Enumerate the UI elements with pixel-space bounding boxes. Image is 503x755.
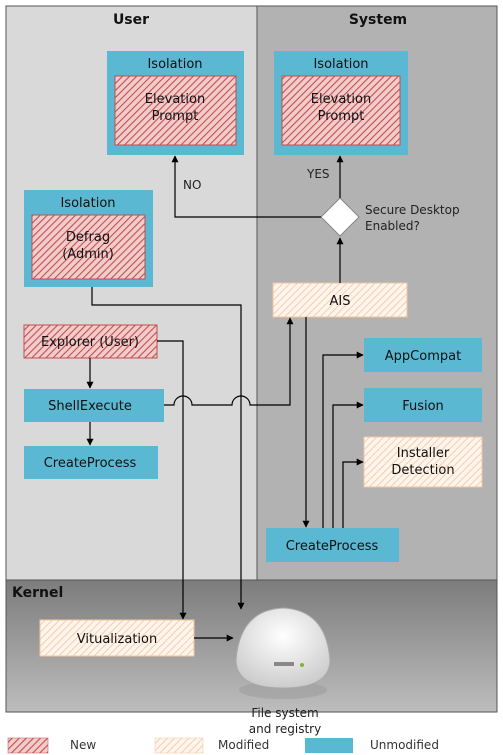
isolation-system-box: Isolation Elevation Prompt [274, 51, 408, 155]
appcompat-label: AppCompat [385, 349, 461, 364]
shellexecute-box: ShellExecute [24, 389, 164, 422]
legend-new-label: New [70, 738, 96, 752]
to-installer-arrow [342, 458, 364, 528]
ais-label: AIS [330, 294, 351, 309]
user-region-title: User [113, 12, 149, 28]
elevation-prompt-user-box [114, 75, 237, 146]
virtualization-box: Vitualization [39, 619, 195, 657]
virtualization-label: Vitualization [77, 632, 157, 647]
system-region-title: System [349, 12, 407, 28]
fusion-box: Fusion [364, 388, 482, 422]
decision-diamond [320, 197, 360, 237]
decision-label-line1: Secure Desktop [365, 203, 460, 217]
legend-unmodified-label: Unmodified [370, 738, 439, 752]
shellexecute-to-ais-arrow [164, 317, 294, 406]
elevation-prompt-user-line2: Prompt [152, 109, 199, 124]
defrag-admin-box [31, 214, 146, 280]
createprocess-user-label: CreateProcess [44, 456, 137, 471]
kernel-region-title: Kernel [12, 585, 63, 601]
elevation-prompt-system-box [281, 75, 401, 146]
to-appcompat-arrow [322, 351, 364, 528]
createprocess-system-label: CreateProcess [286, 539, 379, 554]
legend-unmodified-swatch [305, 738, 353, 753]
createprocess-user-box: CreateProcess [24, 446, 158, 479]
defrag-line2: (Admin) [62, 247, 114, 262]
decision-label-line2: Enabled? [365, 219, 420, 233]
isolation-user-box: Isolation Elevation Prompt [107, 51, 244, 155]
filesystem-label-line2: and registry [249, 722, 321, 736]
installer-line2: Detection [391, 463, 454, 478]
defrag-to-filesystem-arrow [91, 287, 245, 610]
secure-desktop-decision: Secure Desktop Enabled? NO YES [183, 167, 460, 237]
installer-line1: Installer [397, 446, 450, 461]
explorer-label: Explorer (User) [41, 335, 139, 350]
shellexecute-label: ShellExecute [48, 399, 132, 414]
legend-new-swatch [7, 737, 49, 754]
isolation-defrag-box: Isolation Defrag (Admin) [24, 190, 153, 287]
isolation-system-header: Isolation [313, 57, 368, 72]
no-arrow [171, 155, 321, 218]
isolation-defrag-header: Isolation [60, 196, 115, 211]
legend: New Modified Unmodified [7, 737, 439, 754]
appcompat-box: AppCompat [364, 338, 482, 372]
yes-label: YES [306, 167, 330, 181]
elevation-prompt-user-line1: Elevation [145, 92, 205, 107]
explorer-to-kernel-arrow [157, 340, 187, 620]
filesystem-device-icon [235, 607, 331, 699]
defrag-line1: Defrag [66, 230, 110, 245]
connectors [86, 155, 364, 642]
ais-box: AIS [272, 282, 408, 318]
filesystem-label-line1: File system [251, 706, 318, 720]
legend-modified-swatch [154, 737, 204, 754]
fusion-label: Fusion [402, 399, 444, 414]
elevation-prompt-system-line1: Elevation [311, 92, 371, 107]
isolation-user-header: Isolation [147, 57, 202, 72]
explorer-user-box: Explorer (User) [23, 324, 158, 359]
to-fusion-arrow [332, 401, 364, 528]
installer-detection-box: Installer Detection [363, 436, 483, 488]
legend-modified-label: Modified [218, 738, 269, 752]
no-label: NO [183, 178, 201, 192]
createprocess-system-box: CreateProcess [266, 528, 399, 562]
elevation-prompt-system-line2: Prompt [318, 109, 365, 124]
